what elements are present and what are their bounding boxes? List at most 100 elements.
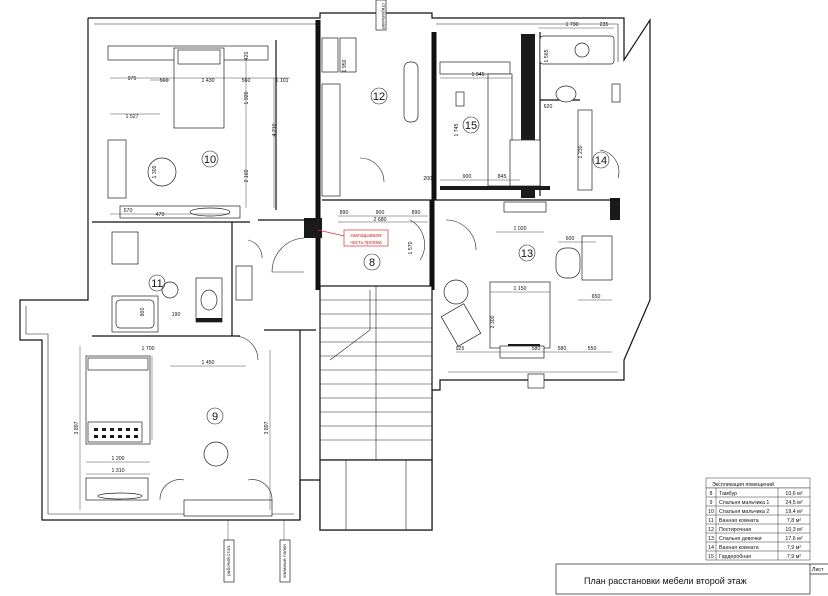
dim-1790: 1 790 <box>566 22 579 28</box>
explication-name-10: Спальня мальчика 2 <box>719 509 769 515</box>
dim-2680: 2 680 <box>374 217 387 223</box>
dim-845: 845 <box>498 174 507 180</box>
explication-name-12: Постирочная <box>719 527 751 533</box>
room-12-number: 12 <box>373 91 385 103</box>
dim-2160: 2 160 <box>244 169 250 182</box>
room-15-marker <box>462 116 480 134</box>
room-11-number: 11 <box>151 278 162 290</box>
dim-1230: 1 230 <box>578 145 584 158</box>
room-11-marker <box>148 274 166 292</box>
explication-num-12: 12 <box>708 527 714 533</box>
explication-num-14: 14 <box>708 545 714 551</box>
dim-470: 470 <box>156 212 165 218</box>
dim-560-a: 560 <box>160 78 169 84</box>
dim-925: 925 <box>456 346 465 352</box>
dim-600: 600 <box>566 236 575 242</box>
room-8-marker <box>363 253 381 271</box>
dim-190: 190 <box>172 312 181 318</box>
dim-4210: 4 210 <box>272 123 278 136</box>
explication-area-14: 7,9 м² <box>787 545 801 551</box>
room-12-marker <box>370 87 388 105</box>
dim-580-a: 580 <box>532 346 541 352</box>
dim-650: 650 <box>592 294 601 300</box>
dim-560-b: 560 <box>242 78 251 84</box>
dim-200: 200 <box>423 176 432 182</box>
dim-1945: 1 945 <box>472 72 485 78</box>
explication-name-11: Ванная комната <box>719 518 759 524</box>
room-9-marker <box>206 407 224 425</box>
staircase <box>319 285 433 531</box>
explication-name-9: Спальня мальчика 1 <box>719 500 769 506</box>
interior-walls <box>92 20 620 520</box>
explication-area-9: 24,5 м² <box>785 500 802 506</box>
dim-1430: 1 430 <box>202 78 215 84</box>
explication-area-13: 17,6 м² <box>785 536 802 542</box>
sheet-label: Лист <box>812 567 824 573</box>
dim-2300: 2 300 <box>490 315 496 328</box>
dim-580-b: 580 <box>558 346 567 352</box>
dim-1300: 1 300 <box>152 165 158 178</box>
dimension-lines <box>79 27 618 510</box>
dim-235: 235 <box>600 22 609 28</box>
callout-desk: рабочий стол <box>225 546 232 576</box>
explication-title: Экспликация помещений <box>712 481 774 488</box>
dim-1920: 1 920 <box>244 91 250 104</box>
room-13-marker <box>518 244 536 262</box>
dim-900-c: 900 <box>140 308 146 317</box>
dim-620: 620 <box>544 104 553 110</box>
room-8-number: 8 <box>369 257 375 269</box>
dim-1527: 1 527 <box>126 114 139 120</box>
dim-1700: 1 700 <box>142 346 155 352</box>
explication-area-10: 19,4 м² <box>785 509 802 515</box>
explication-num-10: 10 <box>708 509 714 515</box>
room-8-doors <box>233 219 425 361</box>
dim-1150: 1 150 <box>514 286 527 292</box>
explication-name-8: Тамбур <box>719 491 737 497</box>
dim-900-b: 900 <box>376 210 385 216</box>
callout-shelves: книжные полки <box>283 544 288 578</box>
dim-900-a: 900 <box>463 174 472 180</box>
room-10-furniture <box>107 45 269 219</box>
dim-420: 420 <box>244 52 250 61</box>
room-14-number: 14 <box>595 155 607 167</box>
explication-area-12: 10,3 м² <box>785 527 802 533</box>
dim-1310: 1 310 <box>112 468 125 474</box>
dim-975: 975 <box>128 76 137 82</box>
dim-570: 570 <box>124 208 133 214</box>
explication-table: Экспликация помещений 8 Тамбур 10,6 м² 9… <box>705 477 811 561</box>
room-13-number: 13 <box>521 248 533 260</box>
dim-3897-a: 3 897 <box>74 421 80 434</box>
room-13-fixtures <box>440 201 613 389</box>
title-block: План расстановки мебели второй этаж Лист <box>555 563 828 595</box>
dim-550: 550 <box>588 346 597 352</box>
explication-num-13: 13 <box>708 536 714 542</box>
red-note: закладываем часть проема <box>317 229 389 247</box>
dim-1570: 1 570 <box>408 241 414 254</box>
dim-890-a: 890 <box>340 210 349 216</box>
dim-1950: 1 950 <box>342 59 348 72</box>
dimension-labels: 1 790 235 1 945 900 845 200 1 565 620 1 … <box>74 22 608 474</box>
explication-area-8: 10,6 м² <box>785 491 802 497</box>
dim-1101: 1 101 <box>276 78 289 84</box>
room-10-number: 10 <box>204 154 216 166</box>
red-note-line-2: часть проема <box>350 240 382 246</box>
room-14-fixtures <box>539 35 621 191</box>
dim-1565: 1 565 <box>544 49 550 62</box>
callout-washer: стиральная <box>380 3 385 29</box>
explication-area-11: 7,8 м² <box>787 518 801 524</box>
dim-1200: 1 200 <box>112 456 125 462</box>
room-14-marker <box>592 151 610 169</box>
room-11-fixtures <box>111 231 253 333</box>
room-9-number: 9 <box>212 411 218 423</box>
drawing-title: План расстановки мебели второй этаж <box>584 576 747 586</box>
dim-890-b: 890 <box>412 210 421 216</box>
red-note-line-1: закладываем <box>350 233 382 239</box>
explication-name-14: Ванная комната <box>719 545 759 551</box>
room-15-number: 15 <box>465 120 477 132</box>
explication-name-15: Гардеробная <box>719 554 751 560</box>
dim-1745: 1 745 <box>454 123 460 136</box>
room-12-fixtures <box>321 37 419 197</box>
room-labels: 8 9 10 11 12 13 14 15 <box>148 87 610 425</box>
explication-name-13: Спальня девочки <box>719 536 761 542</box>
